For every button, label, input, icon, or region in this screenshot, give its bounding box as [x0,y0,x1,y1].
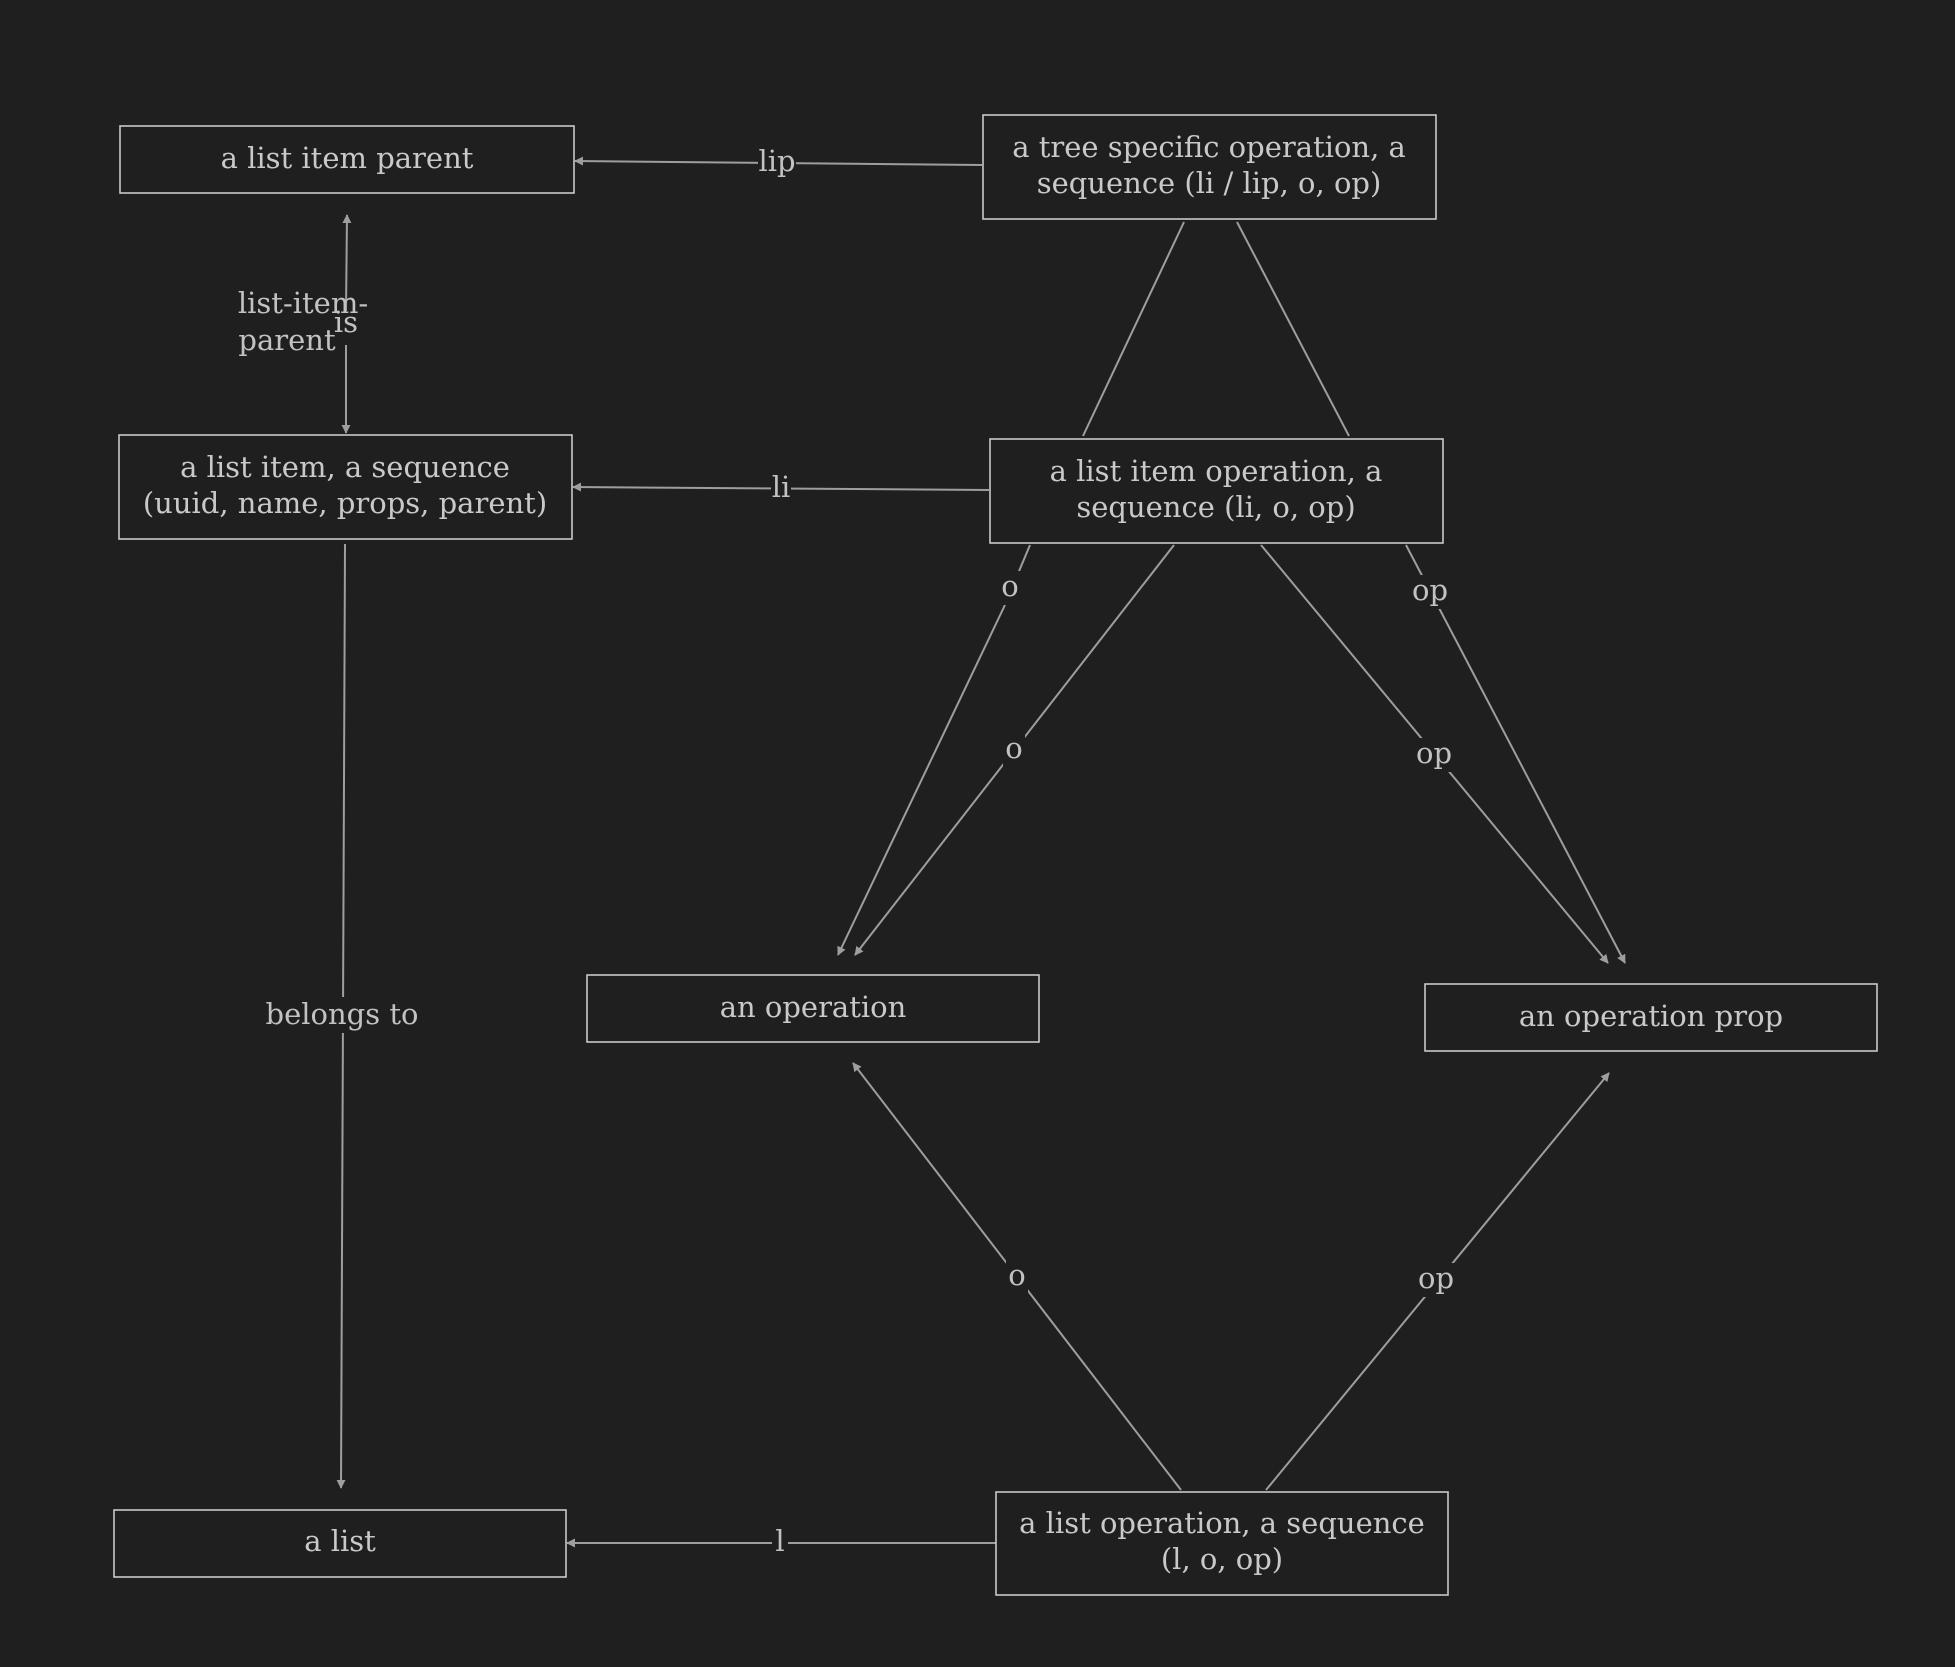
edge-lio-o-outer-label: o [1001,569,1018,603]
edge-lo-op-label: op [1418,1261,1454,1295]
node-list-item-line-1: a list item, a sequence [180,450,510,484]
edge-lio-o-inner-label-bg [1003,733,1025,767]
node-list-box [113,1509,567,1578]
node-tree-op[interactable]: a tree specific operation, a sequence (l… [982,114,1437,220]
edge-lio-op-outer-line [1405,544,1626,964]
edge-lip-label: lip [758,144,795,178]
edge-lio-op-outer-label: op [1412,573,1448,607]
edge-belongs-to[interactable]: belongs to [262,543,422,1489]
edge-lip[interactable]: lip [574,144,983,180]
node-list[interactable]: a list [113,1509,567,1578]
edge-l-label: l [775,1524,784,1558]
edge-lo-o-label: o [1008,1258,1025,1292]
node-list-op-box [995,1491,1449,1596]
node-list-item-op-box [989,438,1444,544]
edge-lio-o-inner[interactable]: o [854,544,1175,956]
edge-lio-op-inner-label-bg [1414,738,1454,772]
edge-l[interactable]: l [566,1524,996,1561]
node-list-item[interactable]: a list item, a sequence (uuid, name, pro… [118,434,573,540]
node-operation-line-1: an operation [720,990,907,1024]
edge-lio-o-inner-label: o [1005,731,1022,765]
nodes: a list item parent a tree specific opera… [113,114,1878,1596]
node-list-line-1: a list [304,1524,376,1558]
node-list-item-parent-box [119,125,575,194]
node-list-item-op[interactable]: a list item operation, a sequence (li, o… [989,438,1444,544]
node-operation-prop-box [1424,983,1878,1052]
node-list-op-line-2: (l, o, op) [1161,1542,1283,1576]
node-list-item-box [118,434,573,540]
edge-lio-o-outer[interactable]: o [837,544,1031,956]
edge-lio-op-inner-label: op [1416,736,1452,770]
node-operation-prop[interactable]: an operation prop [1424,983,1878,1052]
edge-list-item-parent-side-label-1: list-item- [238,286,368,320]
edge-lio-o-outer-line [837,544,1031,956]
edge-li-label: li [772,470,791,504]
node-tree-op-box [982,114,1437,220]
edge-lo-op-label-bg [1416,1263,1456,1297]
node-list-item-parent-line-1: a list item parent [221,141,474,175]
edge-tree-to-list-item-op-right [1236,221,1350,437]
node-list-op-line-1: a list operation, a sequence [1019,1506,1425,1540]
node-tree-op-line-2: sequence (li / lip, o, op) [1037,166,1382,200]
node-list-op[interactable]: a list operation, a sequence (l, o, op) [995,1491,1449,1596]
node-operation-prop-line-1: an operation prop [1519,999,1783,1033]
edge-list-item-parent-line [342,214,352,312]
edge-lio-op-outer-label-bg [1410,575,1450,609]
edges: lip list-item- parent is li o [238,144,1626,1561]
edge-belongs-to-label-bg [262,997,422,1033]
edge-lip-label-bg [758,146,796,180]
node-list-item-op-line-2: sequence (li, o, op) [1076,490,1355,524]
edge-list-item-parent[interactable]: list-item- parent is [238,214,368,434]
edge-lio-op-inner[interactable]: op [1260,544,1609,964]
edge-list-item-parent-label-is: is [334,305,358,339]
edge-lio-o-outer-label-bg [999,571,1021,605]
edge-belongs-to-label: belongs to [266,997,419,1031]
edge-lo-o-label-bg [1006,1260,1028,1294]
edge-lo-o[interactable]: o [852,1062,1182,1491]
edge-li[interactable]: li [572,470,990,505]
edge-li-label-bg [771,471,791,505]
node-tree-op-line-1: a tree specific operation, a [1012,130,1406,164]
node-list-item-parent[interactable]: a list item parent [119,125,575,194]
node-operation[interactable]: an operation [586,974,1040,1043]
edge-tree-to-list-item-op-left [1082,221,1185,437]
edge-list-item-parent-side-label-2: parent [238,323,336,357]
node-list-item-line-2: (uuid, name, props, parent) [143,486,547,520]
edge-lo-op[interactable]: op [1265,1072,1610,1491]
edge-l-label-bg [772,1527,788,1561]
node-operation-box [586,974,1040,1043]
node-list-item-op-line-1: a list item operation, a [1050,454,1383,488]
edge-lio-op-outer[interactable]: op [1405,544,1626,964]
